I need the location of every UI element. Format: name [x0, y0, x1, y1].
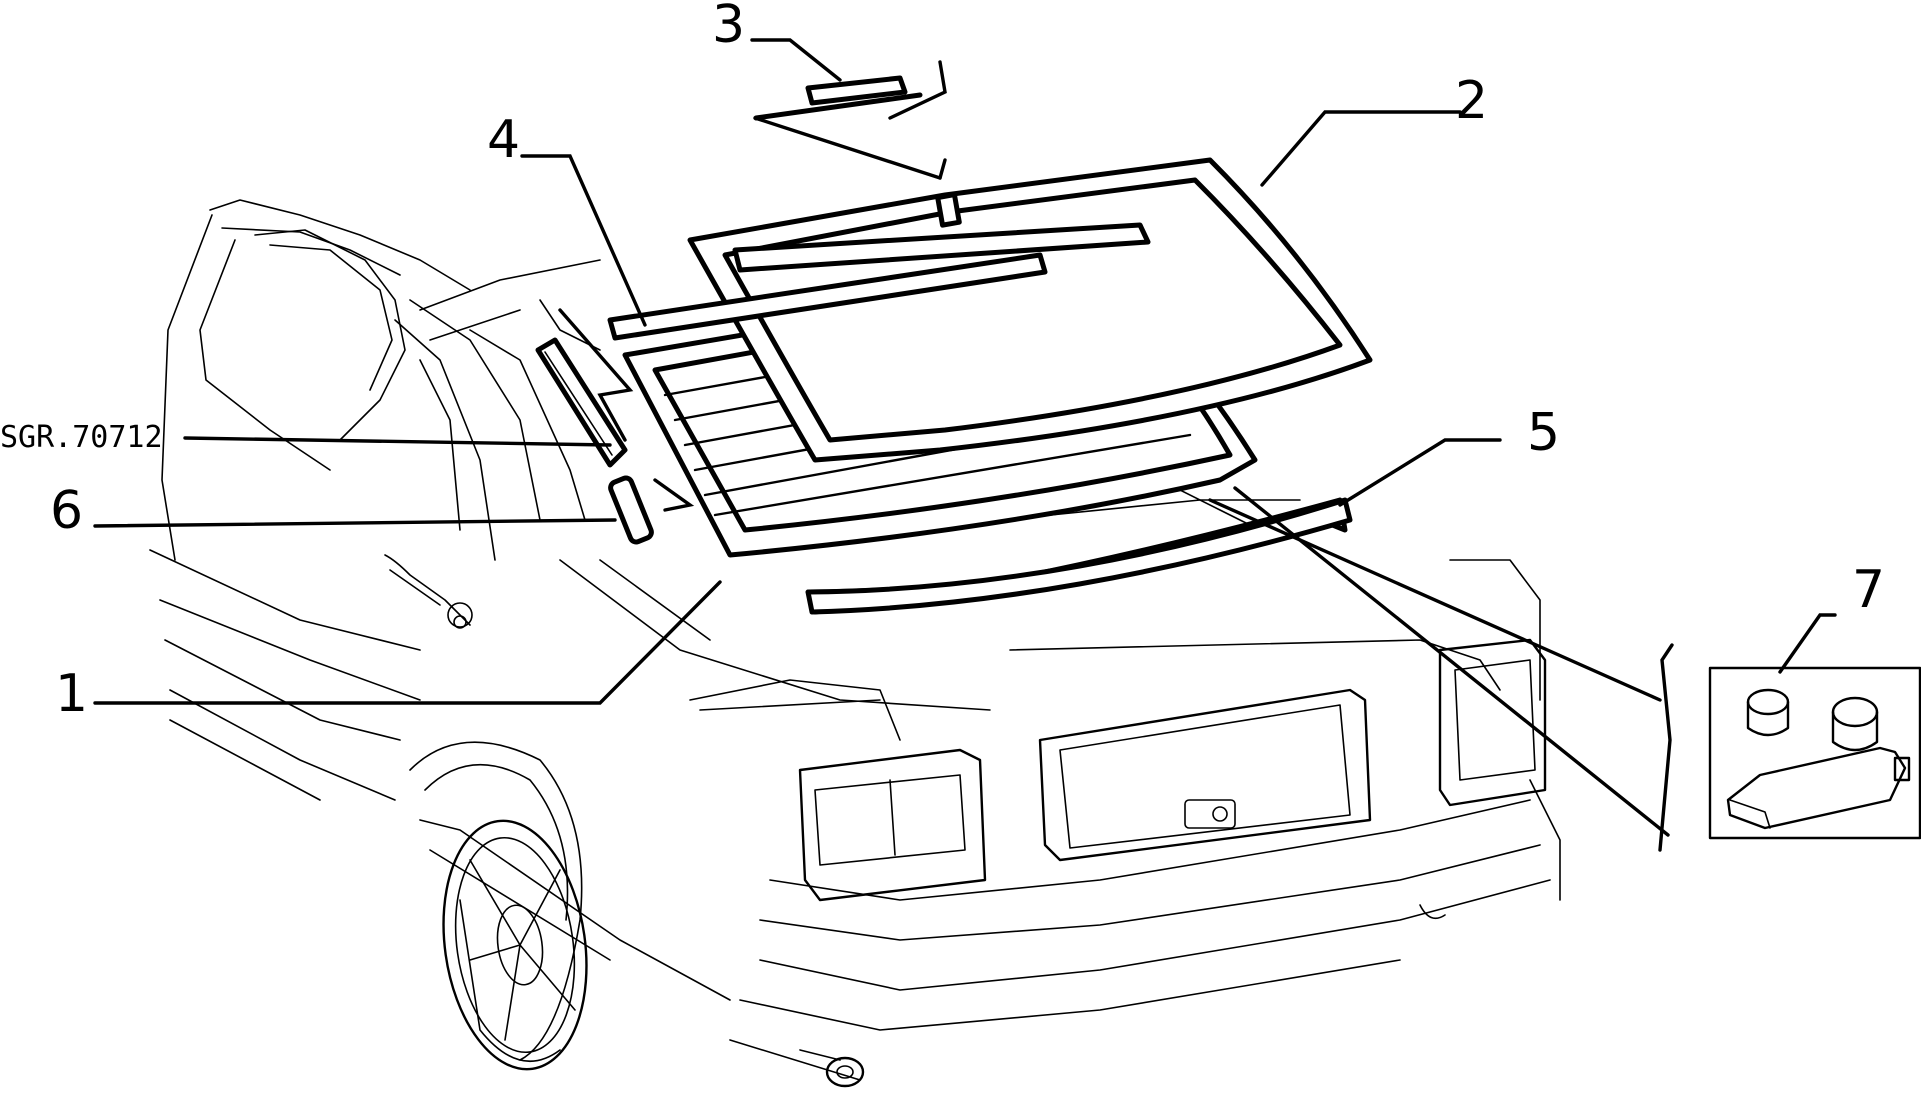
lower-moulding-strip [805, 497, 1353, 615]
window-frame-seal [687, 157, 1373, 463]
leader-lines [93, 38, 1837, 705]
callout-3: 3 [712, 0, 745, 55]
drawing-code: SGR.70712 [0, 420, 163, 455]
callout-1: 1 [55, 664, 88, 724]
callout-6: 6 [50, 481, 83, 541]
callout-2: 2 [1455, 71, 1488, 131]
callout-4: 4 [487, 110, 520, 170]
clip-insert [753, 75, 923, 121]
upper-moulding-strips [607, 222, 1151, 341]
callout-7: 7 [1852, 560, 1885, 620]
callout-5: 5 [1527, 403, 1560, 463]
adhesive-kit-box [1708, 666, 1921, 840]
bracket-lines [558, 60, 1674, 852]
side-seal-pieces [535, 337, 654, 545]
